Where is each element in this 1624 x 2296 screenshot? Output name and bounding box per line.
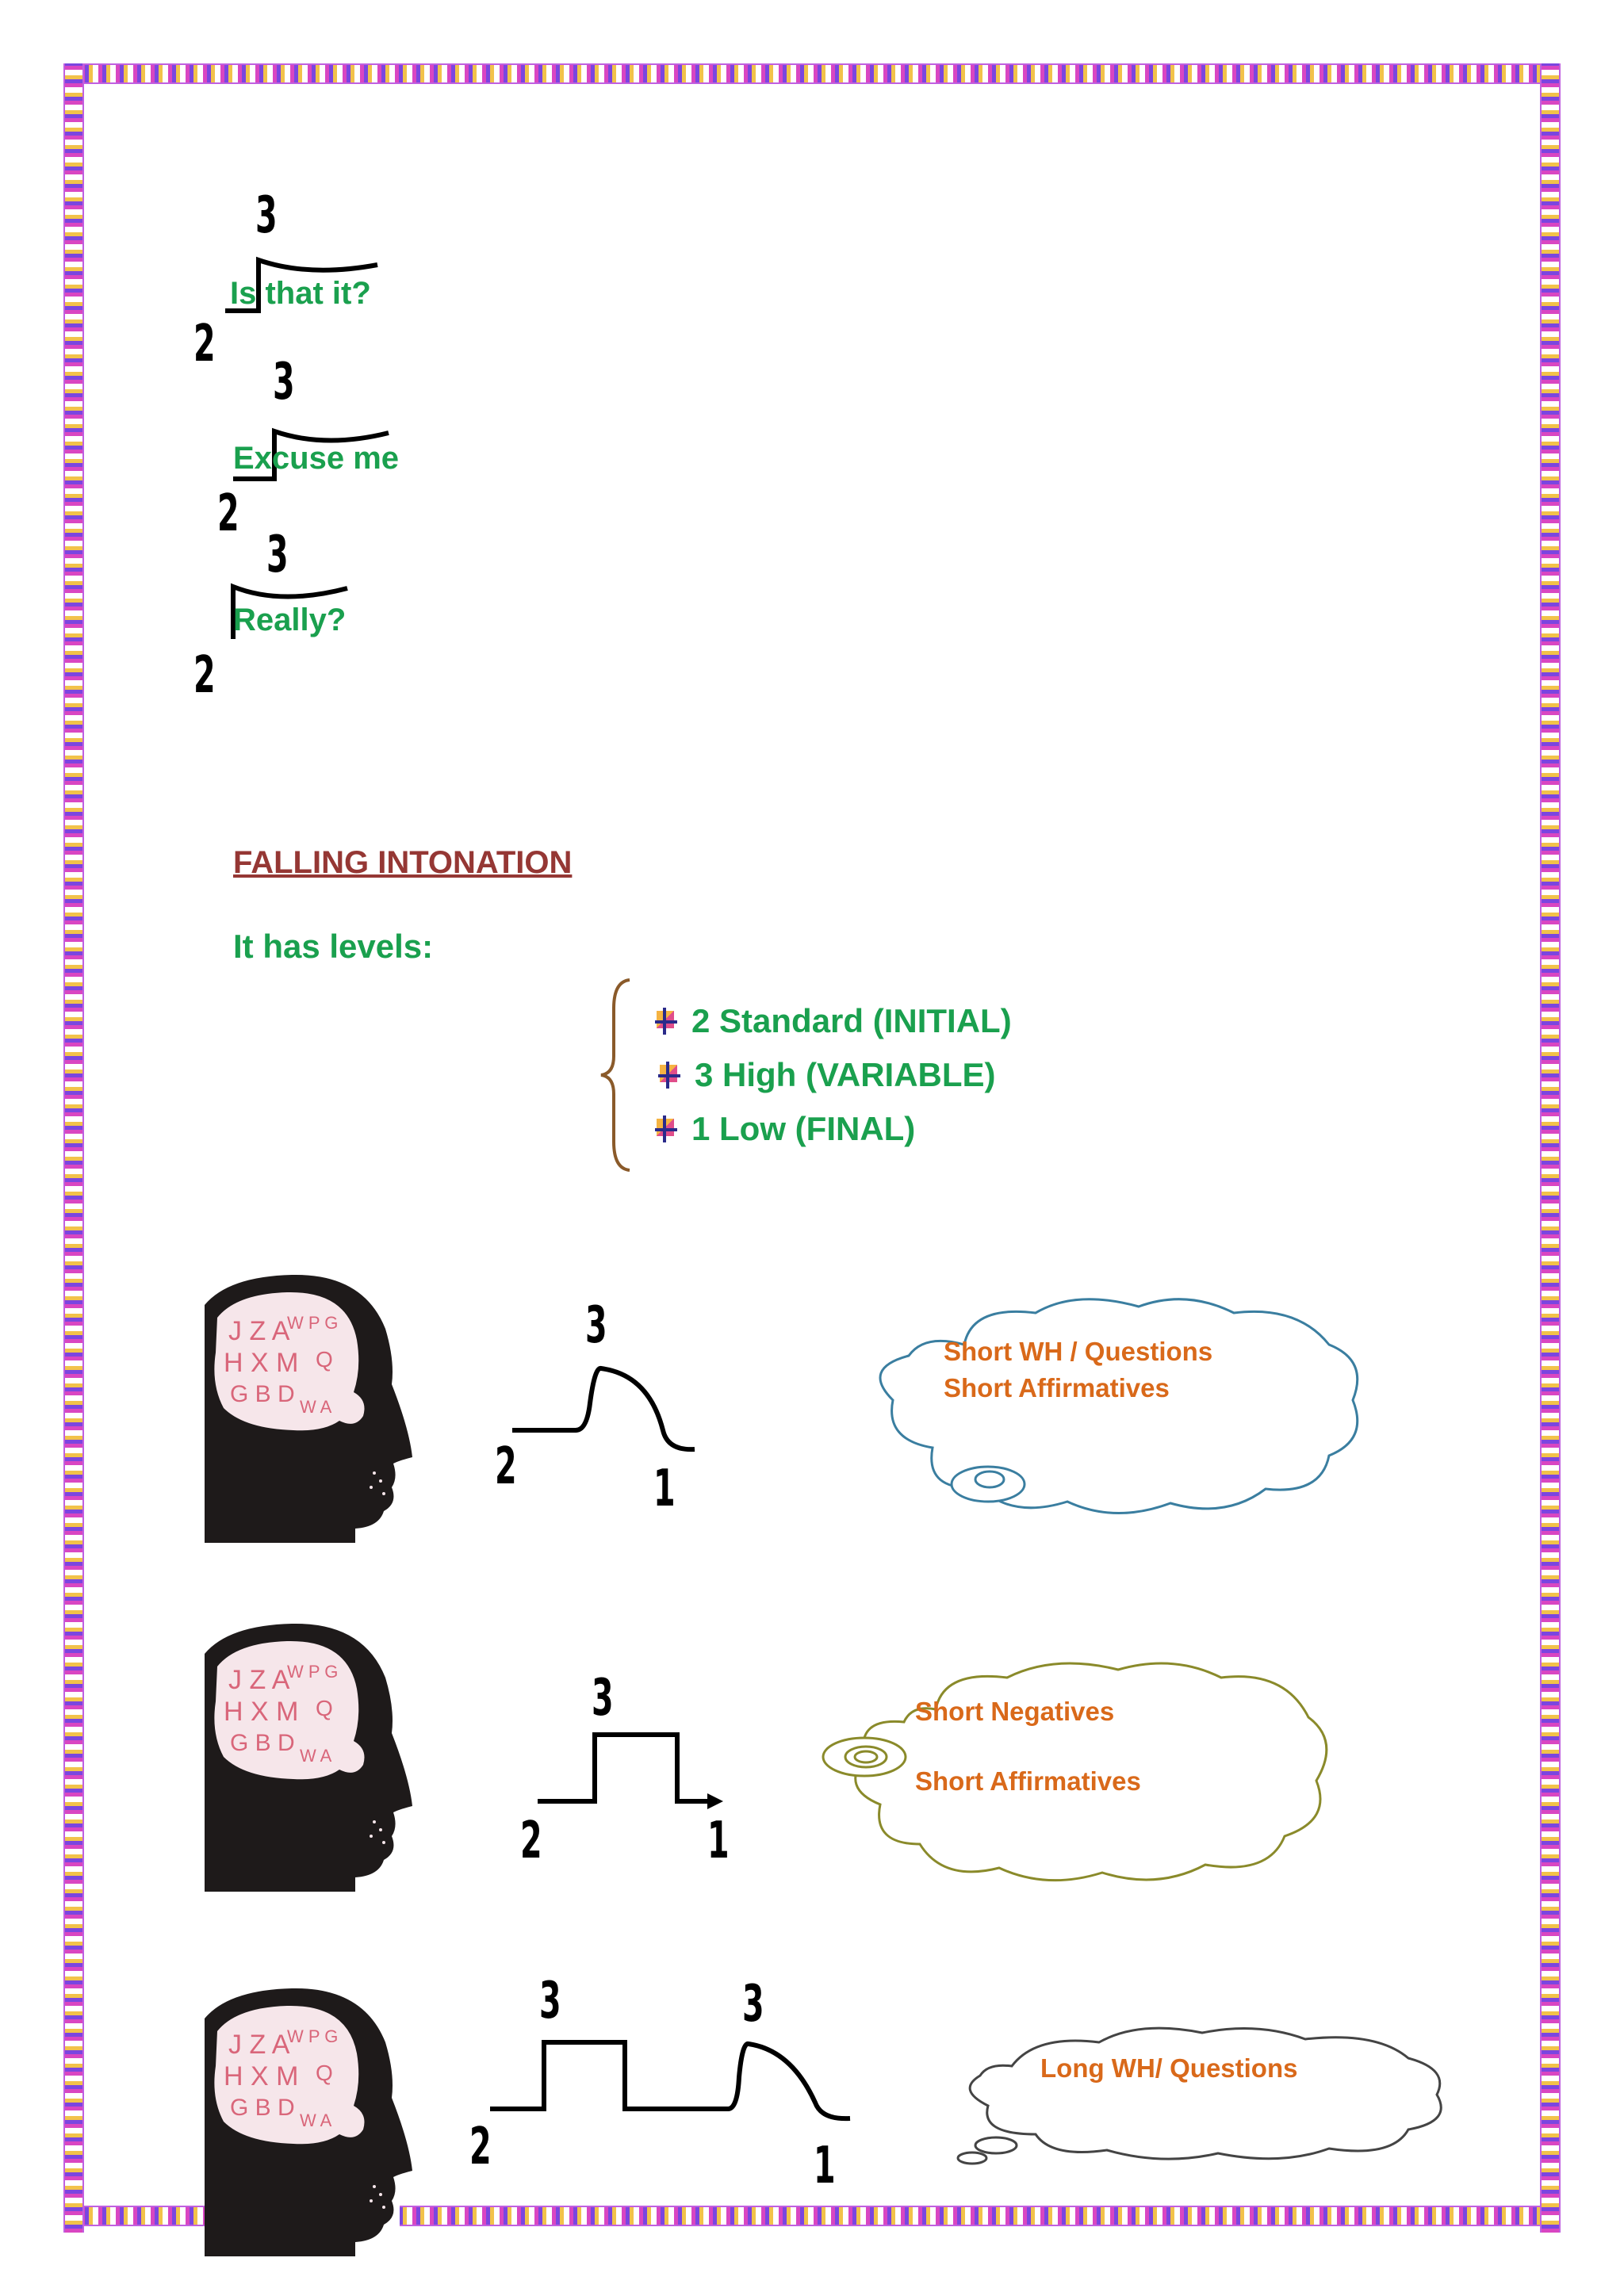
curly-brace: [600, 978, 630, 1172]
rise-contour-2: [233, 427, 389, 481]
section-title: FALLING INTONATION: [233, 845, 573, 880]
section-subtitle: It has levels:: [233, 928, 434, 965]
p2-cloud-line-2: Short Affirmatives: [915, 1766, 1141, 1796]
bullet-icon: [655, 1115, 682, 1142]
fall-contour-3: [490, 2040, 851, 2122]
page-border-top: [63, 63, 1559, 84]
level-item-2: 3 High (VARIABLE): [658, 1056, 1012, 1094]
p3-level-2: 2: [469, 2118, 492, 2176]
phrase-2: Excuse me: [233, 441, 400, 476]
level-low-3: 2: [193, 646, 216, 705]
level-item-3: 1 Low (FINAL): [655, 1110, 1012, 1148]
p1-level-3: 3: [585, 1296, 607, 1355]
p2-cloud-line-1: Short Negatives: [915, 1697, 1115, 1726]
rise-contour-1: [225, 256, 378, 313]
bullet-icon: [658, 1062, 685, 1089]
thought-cloud-3: [956, 2026, 1442, 2165]
thought-cloud-2: [822, 1662, 1328, 1882]
levels-list: 2 Standard (INITIAL) 3 High (VARIABLE) 1…: [655, 1002, 1012, 1148]
bullet-icon: [655, 1008, 682, 1035]
head-silhouette-icon: [205, 1987, 412, 2256]
head-silhouette-icon: [205, 1622, 412, 1892]
phrase-1: Is that it?: [230, 276, 371, 311]
level-high-1: 3: [255, 186, 278, 245]
page-border-left: [63, 63, 84, 2233]
level-high-3: 3: [266, 526, 289, 584]
fall-contour-2: [538, 1732, 723, 1809]
p2-level-1: 1: [707, 1812, 730, 1870]
p3-level-3a: 3: [539, 1972, 561, 2030]
level-item-1: 2 Standard (INITIAL): [655, 1002, 1012, 1040]
level-high-2: 3: [273, 353, 295, 411]
p3-level-3b: 3: [742, 1975, 764, 2034]
p2-level-2: 2: [520, 1812, 542, 1870]
thought-cloud-1: [879, 1298, 1359, 1514]
rise-contour-3: [231, 583, 348, 639]
p1-level-2: 2: [495, 1437, 517, 1496]
head-silhouette-icon: [205, 1273, 412, 1543]
level-low-1: 2: [193, 315, 216, 373]
level-low-2: 2: [217, 484, 239, 543]
fall-contour-1: [512, 1366, 695, 1452]
p3-cloud-line-1: Long WH/ Questions: [1040, 2053, 1298, 2083]
p2-level-3: 3: [592, 1669, 614, 1728]
phrase-3: Really?: [233, 603, 347, 637]
p1-cloud-line-1: Short WH / Questions: [944, 1337, 1213, 1366]
p1-cloud-line-2: Short Affirmatives: [944, 1373, 1170, 1402]
p3-level-1: 1: [814, 2137, 836, 2195]
page-border-right: [1540, 63, 1561, 2233]
p1-level-1: 1: [653, 1460, 676, 1518]
